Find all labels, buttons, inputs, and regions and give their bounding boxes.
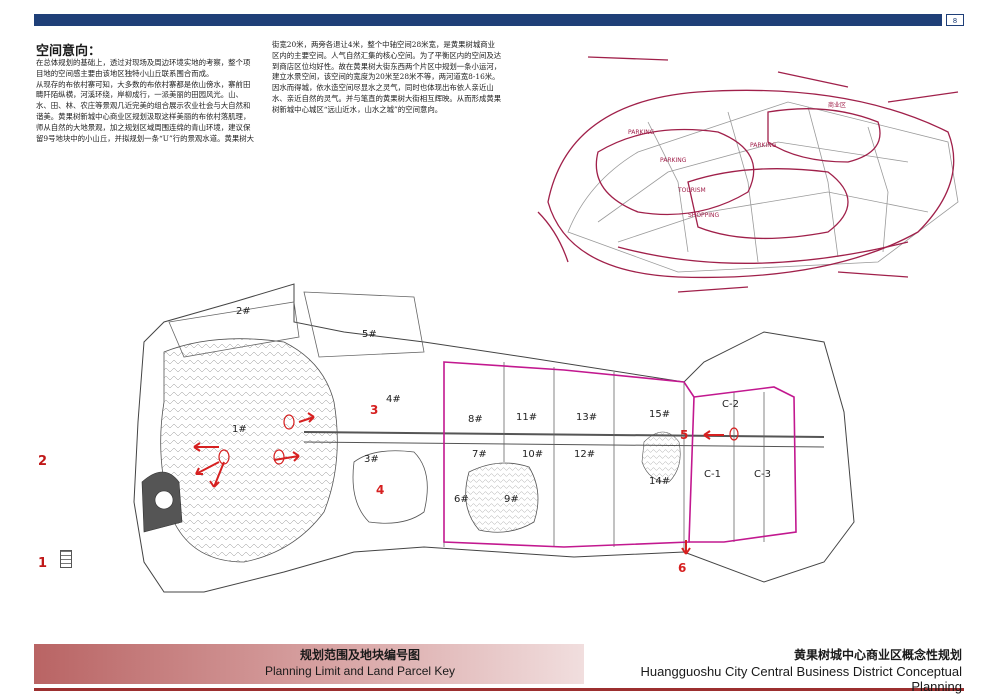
parcel-label: 3# — [364, 454, 379, 465]
arrow-icon — [193, 442, 219, 452]
map-marker: 3 — [370, 403, 378, 417]
sketch-label: PARKING — [660, 157, 687, 164]
parcel-label: 2# — [236, 306, 251, 317]
sketch-label: TOURISM — [677, 187, 706, 194]
project-title-cn: 黄果树城中心商业区概念性规划 — [793, 648, 962, 662]
parcel-label: 14# — [649, 476, 670, 487]
parcel-label: 9# — [504, 494, 519, 505]
arrow-icon — [209, 461, 225, 488]
arrow-icon — [195, 461, 220, 475]
page-number: 8 — [946, 14, 964, 26]
parcel-label: 1# — [232, 424, 247, 435]
arrow-icon — [681, 540, 691, 555]
parcel-label: 7# — [472, 449, 487, 460]
parcel-label: 12# — [574, 449, 595, 460]
scale-bar-icon — [60, 550, 72, 568]
parcel-label: 10# — [522, 449, 543, 460]
arrow-icon — [273, 451, 300, 462]
parcel-label: 13# — [576, 412, 597, 423]
sketch-label: PARKING — [628, 129, 655, 136]
parcel-label: C-1 — [704, 469, 721, 480]
map-marker: 4 — [376, 483, 384, 497]
parcel-label: 6# — [454, 494, 469, 505]
map-marker: 6 — [678, 561, 686, 575]
body-text-column-2: 街宽20米，两旁各退让4米，整个中轴空间28米宽，是黄果树城商业区内的主要空间。… — [272, 40, 502, 114]
footer-divider — [34, 688, 964, 691]
marker-circle — [273, 449, 285, 465]
section-title: 空间意向： — [36, 44, 102, 59]
parcel-label: 8# — [468, 414, 483, 425]
parcel-label: 4# — [386, 394, 401, 405]
parcel-label: 11# — [516, 412, 537, 423]
header-bar — [34, 14, 942, 26]
sketch-label: PARKING — [750, 142, 777, 149]
parcel-label: C-3 — [754, 469, 771, 480]
body-text-column-1: 在总体规划的基础上，透过对现场及周边环境实地的考察，整个项目地的空间感主要由该地… — [36, 58, 255, 143]
marker-circle — [729, 427, 739, 441]
sketch-label: 商业区 — [828, 101, 846, 109]
marker-circle — [218, 449, 230, 465]
footer-title-en: Planning Limit and Land Parcel Key — [264, 664, 456, 678]
map-marker: 5 — [680, 428, 688, 442]
arrow-icon — [298, 412, 315, 423]
site-plan-map: 1# 2# 3# 4# 5# 6# 7# 8# 9# 10# 11# 12# 1… — [133, 283, 855, 593]
sketch-label: SHOPPING — [688, 212, 720, 219]
footer-title-cn: 规划范围及地块编号图 — [299, 648, 420, 662]
side-number-2: 2 — [38, 454, 48, 469]
parcel-label: 15# — [649, 409, 670, 420]
side-number-1: 1 — [38, 556, 48, 571]
footer-band — [34, 644, 584, 684]
marker-circle — [283, 414, 295, 430]
concept-sketch: PARKING PARKING TOURISM PARKING SHOPPING… — [537, 56, 959, 293]
parcel-label: C-2 — [722, 399, 739, 410]
parcel-label: 5# — [362, 329, 377, 340]
project-title-en: Huangguoshu City Central Business Distri… — [640, 664, 962, 694]
arrow-icon — [703, 430, 724, 440]
